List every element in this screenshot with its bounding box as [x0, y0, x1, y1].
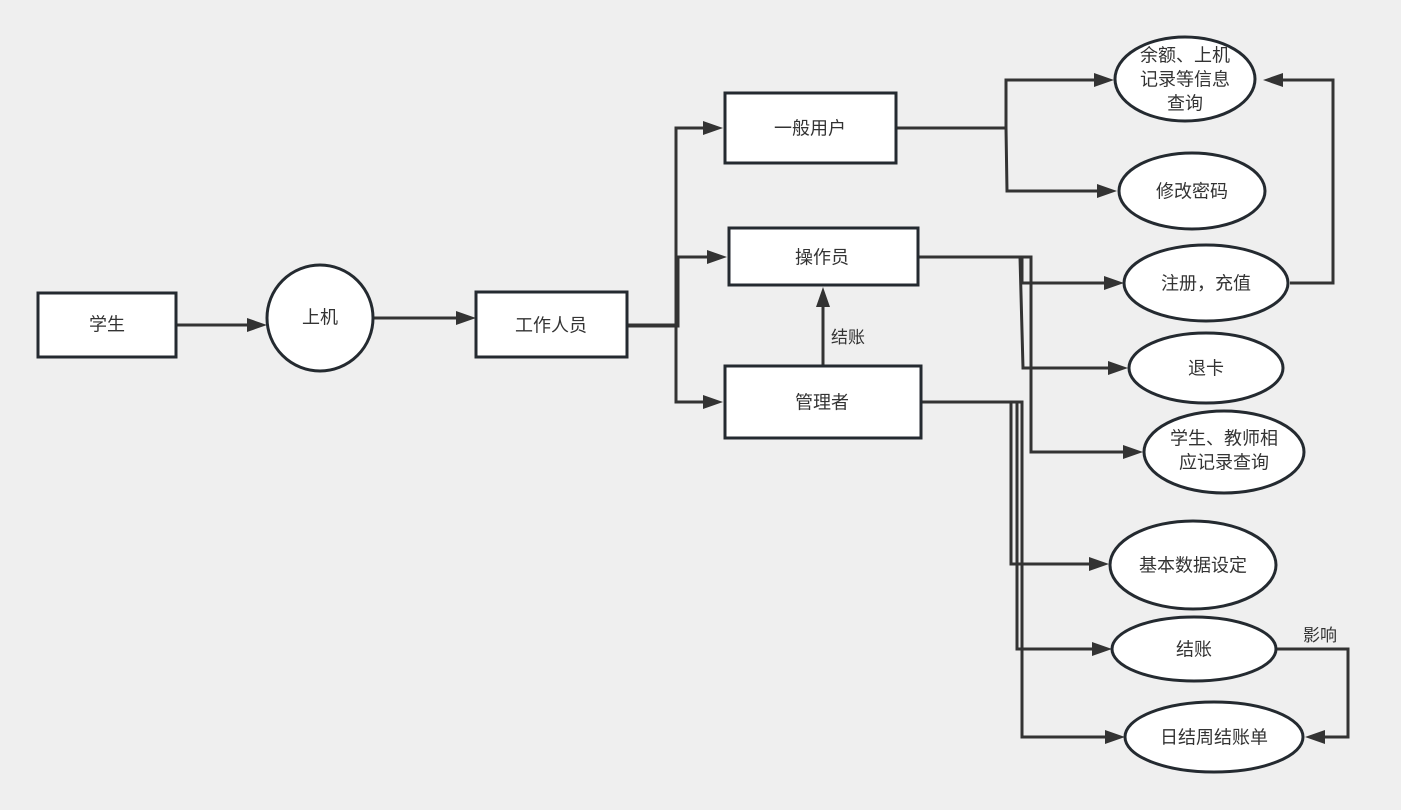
node-record-query-label-line2: 应记录查询 [1179, 453, 1269, 474]
arrowhead-icon [1263, 73, 1283, 87]
node-balance-query-label-line3: 查询 [1167, 94, 1203, 115]
arrowhead-icon [456, 311, 476, 325]
edge-staff-to-operator[interactable] [627, 250, 727, 328]
edge-operator-to-register-recharge[interactable] [918, 255, 1124, 290]
edge-operator-to-card-return[interactable] [1018, 256, 1128, 375]
node-change-password-label: 修改密码 [1156, 182, 1228, 203]
node-checkout-label: 结账 [1176, 640, 1212, 661]
node-basic-settings[interactable]: 基本数据设定 [1108, 519, 1278, 611]
arrowhead-icon [703, 121, 723, 135]
node-operator-label: 操作员 [795, 248, 849, 269]
node-general-user[interactable]: 一般用户 [723, 91, 898, 165]
node-basic-settings-label: 基本数据设定 [1139, 556, 1247, 577]
node-record-query[interactable]: 学生、教师相 应记录查询 [1142, 409, 1306, 495]
edge-label-checkout-settlement: 结账 [831, 328, 865, 348]
node-student-label: 学生 [89, 315, 125, 336]
edge-login-to-staff[interactable] [372, 311, 476, 325]
node-balance-query-label-line2: 记录等信息 [1140, 70, 1230, 91]
edges [176, 73, 1350, 744]
edge-register-recharge-to-balance-query[interactable] [1263, 73, 1335, 285]
arrowhead-icon [247, 318, 267, 332]
edge-general-user-to-balance-query[interactable] [896, 73, 1114, 130]
node-checkout[interactable]: 结账 [1110, 615, 1278, 683]
arrowhead-icon [1094, 73, 1114, 87]
edge-student-to-login[interactable] [176, 318, 267, 332]
node-staff[interactable]: 工作人员 [474, 290, 629, 359]
node-balance-query-label-line1: 余额、上机 [1140, 46, 1230, 67]
edge-admin-to-daily-weekly-bill[interactable] [1017, 400, 1125, 744]
node-daily-weekly-bill-label: 日结周结账单 [1160, 728, 1268, 749]
node-login[interactable]: 上机 [265, 263, 375, 373]
node-change-password[interactable]: 修改密码 [1117, 151, 1267, 231]
arrowhead-icon [1108, 361, 1128, 375]
node-login-label: 上机 [302, 308, 338, 329]
node-register-recharge-label: 注册，充值 [1161, 274, 1251, 295]
arrowhead-icon [1089, 557, 1109, 571]
edge-staff-to-general-user[interactable] [627, 121, 723, 327]
node-staff-label: 工作人员 [515, 316, 587, 337]
node-register-recharge[interactable]: 注册，充值 [1122, 243, 1290, 323]
node-operator[interactable]: 操作员 [727, 226, 920, 287]
arrowhead-icon [1092, 642, 1112, 656]
arrowhead-icon [1097, 184, 1117, 198]
arrowhead-icon [707, 250, 727, 264]
edge-admin-to-operator[interactable] [816, 287, 830, 365]
node-record-query-label-line1: 学生、教师相 [1170, 429, 1278, 450]
node-general-user-label: 一般用户 [774, 119, 846, 140]
node-card-return[interactable]: 退卡 [1127, 331, 1285, 405]
arrowhead-icon [1123, 445, 1143, 459]
node-admin[interactable]: 管理者 [723, 364, 923, 440]
node-student[interactable]: 学生 [36, 291, 178, 359]
edge-label-influence: 影响 [1303, 626, 1337, 646]
arrowhead-icon [1305, 730, 1325, 744]
node-admin-label: 管理者 [795, 393, 849, 414]
edge-checkout-to-daily-weekly-bill[interactable] [1277, 647, 1350, 744]
edge-operator-to-record-query[interactable] [1022, 255, 1143, 459]
node-balance-query[interactable]: 余额、上机 记录等信息 查询 [1113, 35, 1257, 123]
edge-admin-to-checkout[interactable] [1011, 400, 1112, 656]
node-daily-weekly-bill[interactable]: 日结周结账单 [1123, 700, 1305, 774]
arrowhead-icon [1105, 730, 1125, 744]
edge-admin-to-basic-settings[interactable] [921, 400, 1109, 571]
arrowhead-icon [703, 395, 723, 409]
edge-staff-to-admin[interactable] [674, 325, 723, 409]
node-card-return-label: 退卡 [1188, 359, 1224, 380]
arrowhead-icon [816, 287, 830, 307]
arrowhead-icon [1104, 276, 1124, 290]
edge-general-user-to-change-password[interactable] [1004, 127, 1117, 198]
